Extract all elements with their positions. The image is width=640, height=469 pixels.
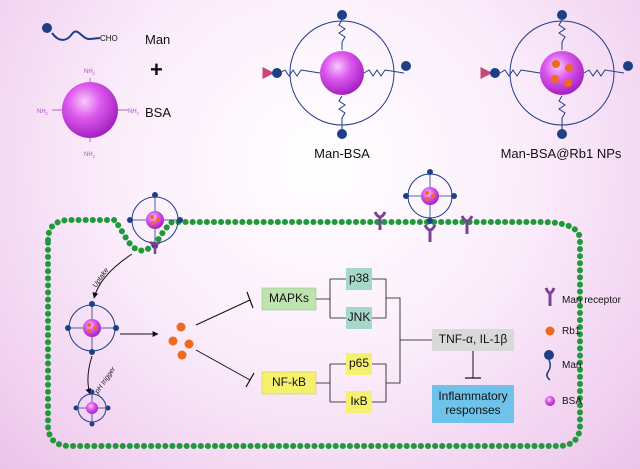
man-bsa-conjugate <box>272 10 411 139</box>
bsa-core-icon <box>320 51 364 95</box>
released-rb1 <box>168 322 194 360</box>
rb1-drug-icon <box>564 79 572 87</box>
mannose-head-icon <box>272 68 282 78</box>
jnk-box <box>346 307 372 329</box>
uptake-label: Uptake <box>92 267 111 289</box>
p65-label: p65 <box>349 356 369 370</box>
man-bsa-label: Man-BSA <box>314 146 370 161</box>
legend-bsa-label: BSA <box>562 396 582 407</box>
amine-top: NH2 <box>84 69 96 76</box>
cytokines-box <box>432 329 514 351</box>
legend: Man receptor Rb1 Man BSA <box>544 287 622 407</box>
man-bsa-rb1-nanoparticle <box>490 10 633 139</box>
legend-rb1-icon <box>545 326 555 336</box>
amine-left: NH2 <box>37 109 49 116</box>
legend-bsa-icon <box>545 396 555 406</box>
jnk-label: JNK <box>348 310 371 324</box>
inhibition-mapks <box>195 291 254 326</box>
plus-sign: + <box>150 57 163 82</box>
p38-label: p38 <box>349 271 369 285</box>
mannose-head-icon <box>490 68 500 78</box>
mannose-head-icon <box>557 129 567 139</box>
aldehyde-label: CHO <box>100 34 118 43</box>
rb1-drug-icon <box>168 336 178 346</box>
man-receptor-icon <box>423 224 437 242</box>
inhibition-nfkb <box>195 349 255 388</box>
np-label: Man-BSA@Rb1 NPs <box>501 146 622 161</box>
man-receptor-icon <box>373 211 387 230</box>
rb1-drug-icon <box>552 60 560 68</box>
man-receptor-icon <box>149 240 161 254</box>
nfkb-label: NF-kB <box>272 375 306 389</box>
cytokines-label: TNF-α, IL-1β <box>439 332 508 346</box>
cell-membrane <box>45 217 583 449</box>
np-outside-cell <box>403 169 457 224</box>
p38-box <box>346 268 372 290</box>
response-line2: responses <box>445 403 500 417</box>
legend-man-icon <box>544 350 554 360</box>
legend-rb1-label: Rb1 <box>562 326 581 337</box>
man-label: Man <box>145 32 170 47</box>
mannose-head-icon <box>337 10 347 20</box>
amine-right: NH2 <box>128 109 140 116</box>
mannose-molecule: CHO <box>42 23 118 43</box>
ikb-label: IκB <box>350 394 367 408</box>
mannose-head-icon <box>42 23 52 33</box>
mapks-label: MAPKs <box>269 291 309 305</box>
ph-trigger-label: pH trigger <box>93 365 117 396</box>
mannose-head-icon <box>337 129 347 139</box>
man-receptor-icon <box>460 215 474 234</box>
bsa-label: BSA <box>145 105 171 120</box>
ph-trigger-arrow <box>85 355 93 395</box>
branch-connectors <box>316 278 432 403</box>
amine-bottom: NH2 <box>84 152 96 159</box>
rb1-drug-icon <box>551 75 559 83</box>
legend-receptor-icon <box>544 287 556 306</box>
legend-receptor-label: Man receptor <box>562 295 622 306</box>
rb1-drug-icon <box>176 322 186 332</box>
p65-box <box>346 353 372 375</box>
np-entering-cell <box>127 192 183 254</box>
inflammatory-response-box <box>432 385 514 423</box>
ikb-box <box>346 391 372 413</box>
empty-carrier <box>73 389 111 427</box>
rb1-drug-icon <box>184 339 194 349</box>
rb1-drug-icon <box>565 64 573 72</box>
mannose-head-icon <box>401 61 411 71</box>
legend-man-label: Man <box>562 360 581 371</box>
uptake-arrow <box>92 253 133 299</box>
response-line1: Inflammatory <box>438 389 507 403</box>
rb1-drug-icon <box>177 350 187 360</box>
bsa-core-icon <box>540 51 584 95</box>
np-internalized <box>65 301 119 355</box>
mannose-head-icon <box>557 10 567 20</box>
bsa-sphere-icon <box>62 82 118 138</box>
inhibition-response <box>465 351 481 379</box>
bsa-protein: NH2 NH2 NH2 NH2 <box>37 69 140 159</box>
mannose-head-icon <box>623 61 633 71</box>
man-receptors <box>373 211 474 242</box>
